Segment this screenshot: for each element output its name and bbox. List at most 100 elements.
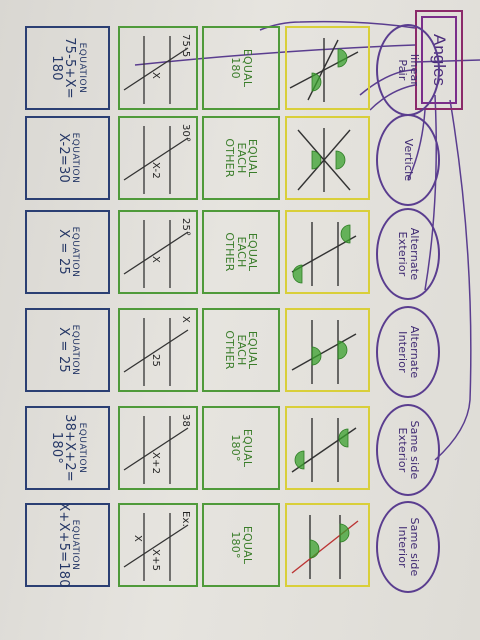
angle-diagram [291, 418, 357, 482]
relationship-box: EQUAL 180 [202, 26, 280, 110]
transversal-line [123, 524, 189, 568]
diagram-label: X-2 [150, 162, 161, 179]
shading-diagram-box [285, 116, 370, 200]
category-name: Alternate Interior [396, 325, 421, 379]
example-diagram [123, 513, 189, 581]
equation-text: X+X+5=180 [55, 502, 71, 588]
relationship-text: EQUAL EACH OTHER [223, 138, 260, 178]
equation-heading: EQUATION [70, 519, 81, 571]
diagram-label: X [150, 72, 161, 80]
example-diagram [123, 126, 189, 194]
diagram-label: 25 [150, 354, 161, 368]
category-name: linear Pair [396, 53, 421, 87]
transversal-line [123, 47, 189, 91]
equation-text: 38+X+2= 180° [48, 414, 78, 482]
example-diagram [123, 318, 189, 386]
diagram-label: X+2 [150, 452, 161, 475]
angle-diagram [291, 515, 359, 579]
example-diagram [123, 36, 189, 104]
equation-heading: EQUATION [70, 226, 81, 278]
example-diagram-box: 25°X [118, 210, 198, 294]
shaded-angle [337, 340, 348, 360]
equation-heading: EQUATION [70, 324, 81, 376]
category-name: Verticle [401, 138, 415, 182]
diagram-label: 30° [180, 124, 191, 143]
category-name: Alternate Exterior [396, 227, 421, 281]
category-name: Same side Interior [396, 517, 421, 577]
connector-alternate-interior [369, 84, 416, 111]
diagram-label: 38 [180, 414, 191, 428]
relationship-box: EQUAL EACH OTHER [202, 210, 280, 294]
category-oval-same-side-exterior: Same side Exterior [376, 404, 440, 496]
shading-diagram-box [285, 308, 370, 392]
connector-linear-pair [434, 99, 472, 461]
category-name: Same side Exterior [396, 420, 421, 480]
equation-heading: EQUATION [76, 42, 87, 94]
example-diagram-box: 30° X-2 [118, 116, 198, 200]
parallel-line [291, 333, 357, 371]
shaded-angle [311, 346, 322, 366]
connector-alternate-exterior [407, 109, 426, 181]
diagram-label: X [132, 535, 143, 543]
shaded-angle [338, 428, 349, 448]
equation-text: 75-5+X= 180 [48, 37, 78, 99]
category-oval-same-side-interior: Same side Interior [376, 501, 440, 593]
shading-diagram-box [285, 210, 370, 294]
angle-diagram [291, 320, 357, 384]
connector-verticle [424, 94, 437, 291]
angle-diagram [297, 128, 351, 192]
example-diagram [123, 416, 189, 484]
category-oval-alternate-interior: Alternate Interior [376, 306, 440, 398]
shaded-angle [292, 264, 303, 284]
connector-same-side-interior [259, 20, 416, 31]
angle-diagram [289, 38, 359, 102]
shading-diagram-box [285, 503, 370, 587]
relationship-text: EQUAL EACH OTHER [223, 330, 260, 370]
equation-text: X = 25 [55, 229, 71, 275]
equation-heading: EQUATION [70, 132, 81, 184]
relationship-text: EQUAL 180 [229, 48, 254, 88]
relationship-box: EQUAL 180° [202, 406, 280, 490]
category-oval-linear-pair: linear Pair [376, 24, 440, 116]
shading-diagram-box [285, 406, 370, 490]
shaded-angle [337, 48, 348, 68]
diagram-label: X [150, 256, 161, 264]
relationship-box: EQUAL 180° [202, 503, 280, 587]
shaded-angle [294, 450, 305, 470]
diagram-label: X+5 [150, 549, 161, 572]
example-diagram-box: X 25 [118, 308, 198, 392]
shaded-angle [340, 224, 351, 244]
category-oval-alternate-exterior: Alternate Exterior [376, 208, 440, 300]
shaded-angle [309, 539, 320, 559]
relationship-text: EQUAL EACH OTHER [223, 232, 260, 272]
shaded-angle [339, 523, 350, 543]
shaded-angle [311, 72, 322, 92]
relationship-text: EQUAL 180° [229, 525, 254, 565]
relationship-box: EQUAL EACH OTHER [202, 308, 280, 392]
diagram-label: X [180, 316, 191, 324]
transversal-line [123, 329, 189, 373]
shading-diagram-box [285, 26, 370, 110]
equation-text: X-2=30 [55, 133, 71, 183]
relationship-text: EQUAL 180° [229, 428, 254, 468]
diagram-label: 75-5 [180, 34, 191, 58]
example-diagram-box: Ex. X+5 X [118, 503, 198, 587]
category-oval-verticle: Verticle [376, 114, 440, 206]
relationship-box: EQUAL EACH OTHER [202, 116, 280, 200]
angle-diagram [291, 222, 357, 286]
diagram-label: Ex. [180, 511, 191, 528]
transversal-line [123, 427, 189, 471]
transversal-line [123, 231, 189, 275]
equation-heading: EQUATION [76, 422, 87, 474]
shaded-angle [311, 150, 322, 170]
